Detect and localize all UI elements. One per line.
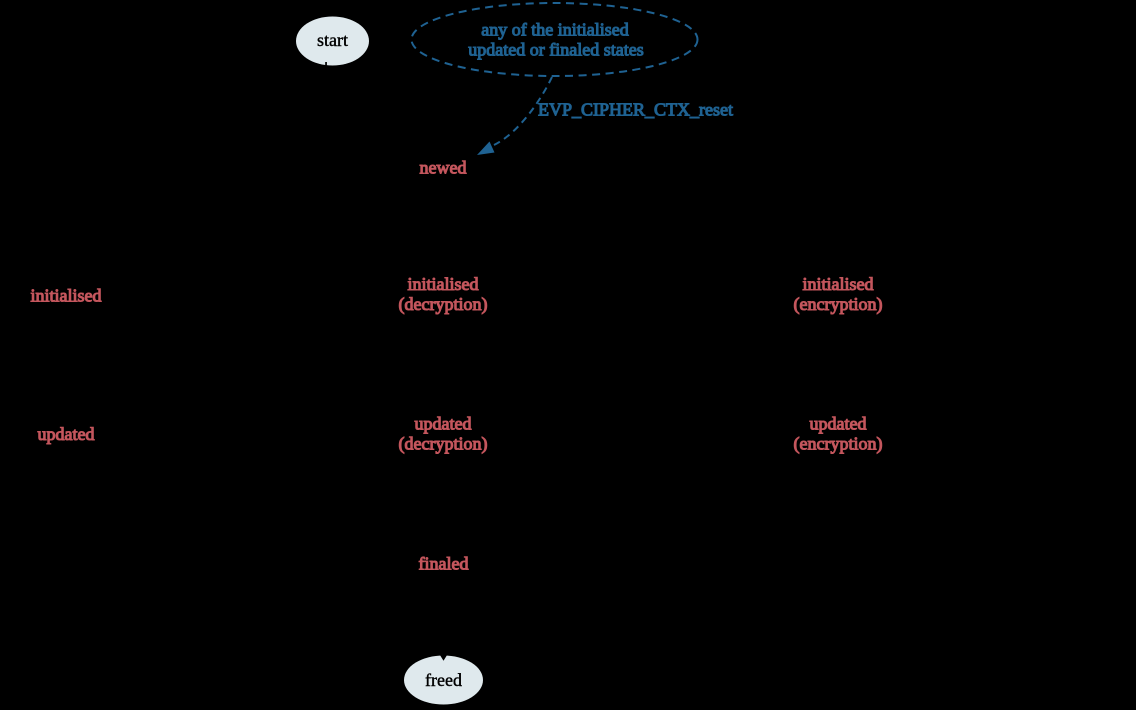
svg-text:freed: freed: [425, 670, 462, 690]
svg-text:any of the initialised: any of the initialised: [481, 20, 628, 40]
svg-text:updated: updated: [810, 414, 867, 434]
svg-text:start: start: [317, 30, 348, 50]
svg-text:(encryption): (encryption): [794, 294, 883, 315]
svg-text:initialised: initialised: [803, 274, 874, 294]
svg-text:initialised: initialised: [31, 286, 102, 306]
svg-text:(decryption): (decryption): [399, 294, 488, 315]
svg-text:(decryption): (decryption): [399, 434, 488, 455]
svg-text:updated or finaled states: updated or finaled states: [468, 40, 643, 60]
svg-text:EVP_CIPHER_CTX_reset: EVP_CIPHER_CTX_reset: [538, 100, 733, 120]
svg-text:updated: updated: [415, 414, 472, 434]
svg-text:newed: newed: [420, 158, 467, 178]
svg-text:initialised: initialised: [408, 274, 479, 294]
svg-text:updated: updated: [38, 424, 95, 444]
svg-text:finaled: finaled: [419, 554, 469, 574]
svg-text:(encryption): (encryption): [794, 434, 883, 455]
